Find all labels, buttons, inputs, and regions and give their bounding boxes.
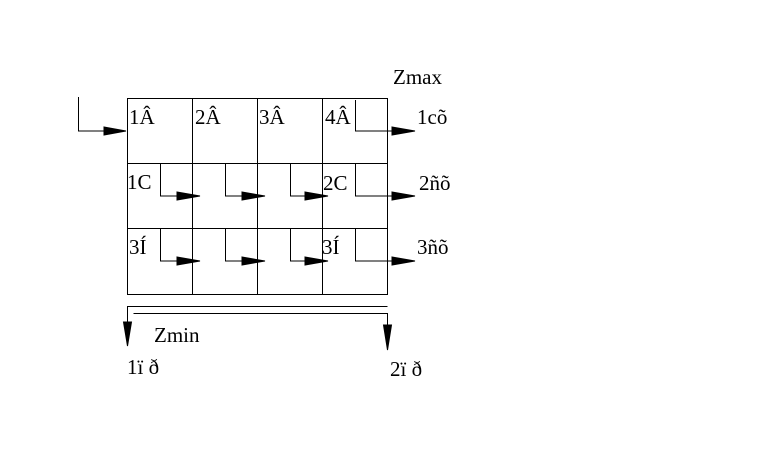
- cell-label-3a: 3Â: [259, 105, 286, 129]
- row3-output-arrow-head: [391, 256, 416, 266]
- row2-arrow-1-head: [176, 191, 201, 201]
- zmin-label: Zmin: [154, 323, 200, 347]
- bottom-right-arrow-head: [382, 324, 393, 351]
- row2-output-arrow-line: [355, 164, 400, 197]
- row3-arrow-3-line: [290, 229, 313, 262]
- row3-output-label: 3ñõ: [417, 235, 449, 259]
- zmax-label: Zmax: [393, 65, 442, 89]
- cell-label-3i-left: 3Í: [129, 235, 147, 259]
- row1-output-label: 1cõ: [417, 105, 447, 129]
- bottom-left-arrow-head: [122, 321, 133, 347]
- row3-arrow-3-head: [304, 256, 329, 266]
- row2-output-label: 2ñõ: [419, 171, 451, 195]
- row1-output-arrow-head: [391, 126, 416, 136]
- cell-label-1c: 1C: [127, 170, 152, 194]
- input-arrow-line: [78, 97, 112, 132]
- row2-output-arrow-head: [391, 191, 416, 201]
- row1-output-arrow-line: [355, 100, 400, 132]
- row2-arrow-3-line: [290, 164, 313, 197]
- row2-arrow-1-line: [160, 164, 185, 197]
- bottom-output-label-1: 1ï ð: [127, 355, 159, 379]
- cell-label-3i-right: 3Í: [322, 235, 340, 259]
- cell-label-4a: 4Â: [325, 105, 352, 129]
- row2-arrow-3-head: [304, 191, 329, 201]
- row3-arrow-2-line: [225, 229, 250, 262]
- cell-label-1a: 1Â: [129, 105, 156, 129]
- row3-arrow-1-line: [160, 229, 185, 262]
- row2-arrow-2-head: [241, 191, 266, 201]
- row2-arrow-2-line: [225, 164, 250, 197]
- input-arrow-head: [103, 126, 127, 136]
- cell-label-2c: 2C: [323, 171, 348, 195]
- cell-label-2a: 2Â: [195, 105, 222, 129]
- row3-output-arrow-line: [355, 229, 400, 262]
- row3-arrow-1-head: [176, 256, 201, 266]
- row3-arrow-2-head: [241, 256, 266, 266]
- bottom-output-label-2: 2ï ð: [390, 357, 422, 381]
